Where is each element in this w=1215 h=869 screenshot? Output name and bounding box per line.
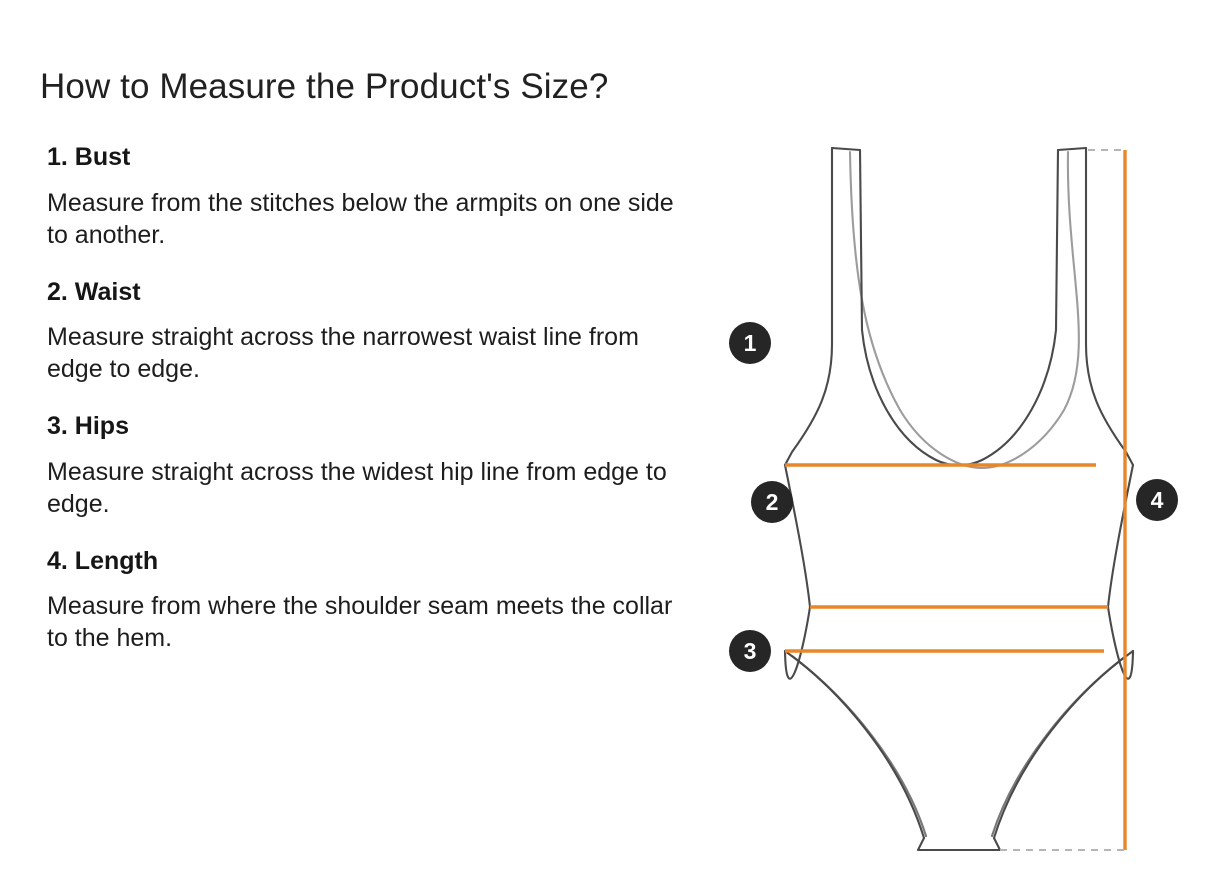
instruction-item-bust: 1. Bust Measure from the stitches below … (47, 142, 707, 251)
instruction-body-hips: Measure straight across the widest hip l… (47, 457, 667, 518)
instruction-heading-waist: 2. Waist (47, 277, 141, 306)
badge-bust-number: 1 (744, 330, 757, 356)
instruction-body-length: Measure from where the shoulder seam mee… (47, 592, 673, 652)
badge-hips-circle (729, 630, 771, 672)
badge-waist-circle (751, 481, 793, 523)
page-title: How to Measure the Product's Size? (40, 67, 609, 107)
instructions-list: 1. Bust Measure from the stitches below … (47, 142, 707, 654)
badge-length-number: 4 (1151, 487, 1164, 513)
badge-hips[interactable]: 3 (729, 630, 771, 672)
instruction-item-waist: 2. Waist Measure straight across the nar… (47, 277, 707, 386)
badge-waist-number: 2 (766, 489, 779, 515)
instruction-body-bust: Measure from the stitches below the armp… (47, 188, 674, 249)
badge-waist[interactable]: 2 (751, 481, 793, 523)
instruction-heading-length: 4. Length (47, 546, 159, 575)
instruction-item-length: 4. Length Measure from where the shoulde… (47, 546, 707, 655)
swimsuit-measurement-diagram: 1 2 3 4 (700, 120, 1215, 869)
garment-outline-icon (783, 146, 1135, 852)
badge-hips-number: 3 (744, 638, 757, 664)
badge-length-circle (1136, 479, 1178, 521)
badge-bust[interactable]: 1 (729, 322, 771, 364)
instruction-body-waist: Measure straight across the narrowest wa… (47, 323, 639, 383)
instruction-heading-bust: 1. Bust (47, 143, 131, 171)
badge-bust-circle (729, 322, 771, 364)
instruction-item-hips: 3. Hips Measure straight across the wide… (47, 411, 707, 520)
badge-length[interactable]: 4 (1136, 479, 1178, 521)
instruction-heading-hips: 3. Hips (47, 412, 129, 440)
